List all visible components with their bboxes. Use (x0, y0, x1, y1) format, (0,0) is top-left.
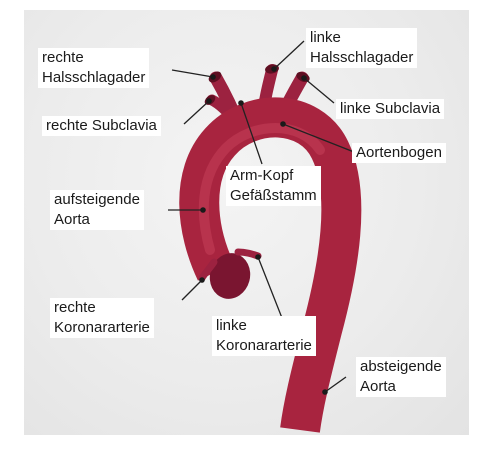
label-line: linke Subclavia (340, 99, 440, 119)
label-line: Arm-Kopf (230, 166, 317, 186)
label-aortenbogen: Aortenbogen (352, 143, 446, 163)
label-linke-halsschlagader: linke Halsschlagader (306, 28, 417, 68)
linke-koronararterie-vessel (238, 252, 258, 256)
label-line: Halsschlagader (310, 48, 413, 68)
label-line: rechte (54, 298, 150, 318)
label-line: Koronararterie (216, 336, 312, 356)
leader-rechte-subclavia (184, 101, 209, 124)
label-rechte-subclavia: rechte Subclavia (42, 116, 161, 136)
label-line: Aortenbogen (356, 143, 442, 163)
label-line: linke (310, 28, 413, 48)
label-rechte-koronararterie: rechte Koronararterie (50, 298, 154, 338)
leader-linke-koronararterie (258, 257, 282, 318)
label-line: rechte (42, 48, 145, 68)
leader-linke-halsschlagader (274, 41, 304, 69)
label-linke-koronararterie: linke Koronararterie (212, 316, 316, 356)
label-absteigende-aorta: absteigende Aorta (356, 357, 446, 397)
label-line: rechte Subclavia (46, 116, 157, 136)
label-aufsteigende-aorta: aufsteigende Aorta (50, 190, 144, 230)
leader-linke-subclavia (304, 78, 334, 103)
label-line: Aorta (54, 210, 140, 230)
leader-rechte-koronararterie (182, 280, 202, 300)
label-rechte-halsschlagader: rechte Halsschlagader (38, 48, 149, 88)
label-arm-kopf-gefaessstamm: Arm-Kopf Gefäßstamm (226, 166, 321, 206)
label-linke-subclavia: linke Subclavia (336, 99, 444, 119)
label-line: Gefäßstamm (230, 186, 317, 206)
label-line: linke (216, 316, 312, 336)
label-line: Aorta (360, 377, 442, 397)
label-line: Koronararterie (54, 318, 150, 338)
label-line: absteigende (360, 357, 442, 377)
leader-rechte-halsschlagader (172, 70, 213, 77)
label-line: aufsteigende (54, 190, 140, 210)
label-line: Halsschlagader (42, 68, 145, 88)
